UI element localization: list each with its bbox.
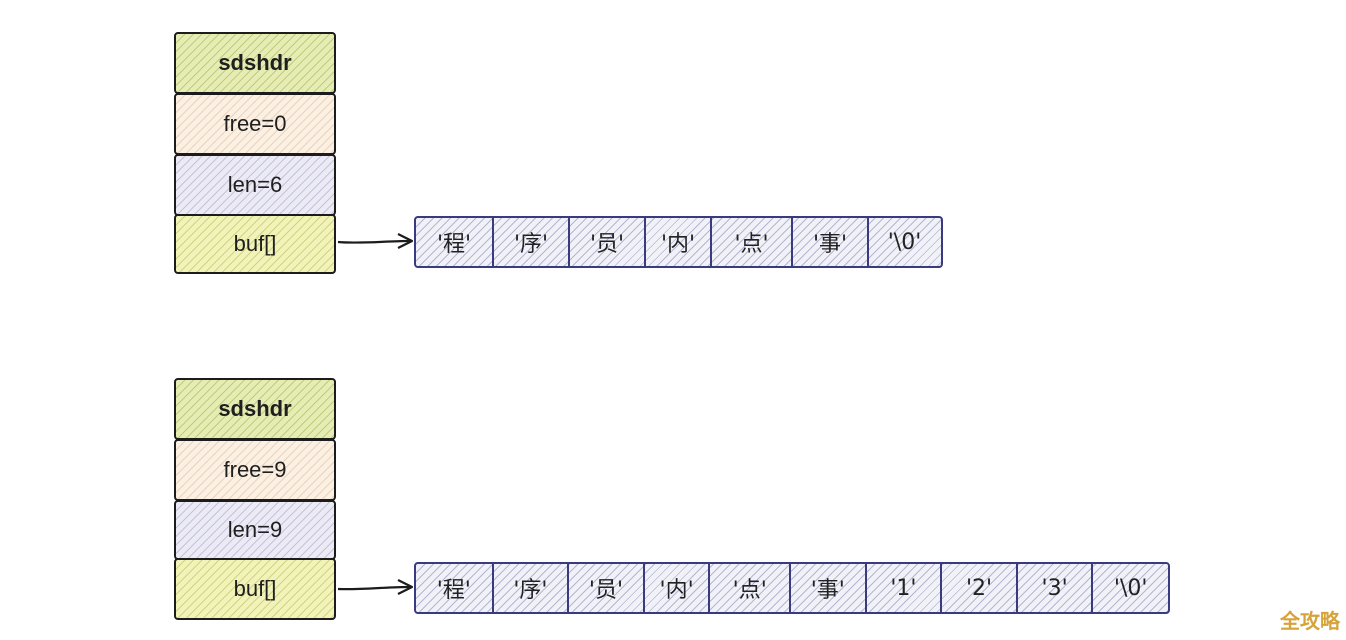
free-field-cell: free=0 bbox=[174, 93, 336, 155]
watermark-logo: 全攻略 bbox=[1280, 609, 1340, 633]
buf-cell: '程' bbox=[436, 232, 472, 257]
buf-cell: '点' bbox=[710, 218, 791, 266]
buf-cell: '序' bbox=[491, 564, 568, 612]
buf-field-cell: buf[] bbox=[174, 558, 336, 620]
len-field-cell: len=9 bbox=[174, 500, 336, 560]
buf-pointer-arrow-2 bbox=[337, 579, 414, 595]
free-field-cell: free=9 bbox=[174, 439, 336, 501]
buf-cell: '2' bbox=[940, 564, 1016, 612]
buf-field-cell: buf[] bbox=[174, 214, 336, 274]
buf-cell: '员' bbox=[567, 564, 643, 612]
buf-cell: '程' bbox=[436, 578, 471, 603]
buf-pointer-arrow-1 bbox=[337, 233, 414, 249]
buf-cell: '内' bbox=[644, 218, 710, 266]
sdshdr-title-cell: sdshdr bbox=[174, 378, 336, 440]
len-field-cell: len=6 bbox=[174, 154, 336, 216]
buf-cell: '事' bbox=[791, 218, 867, 266]
buf-cell: '点' bbox=[708, 564, 789, 612]
sdshdr-title-cell: sdshdr bbox=[174, 32, 336, 94]
buf-cell: '序' bbox=[492, 218, 568, 266]
buf-array-2: '程' '序' '员' '内' '点' '事' '1' '2' '3' '\0' bbox=[414, 562, 1170, 614]
buf-array-1: '程' '序' '员' '内' '点' '事' '\0' bbox=[414, 216, 943, 268]
buf-cell: '1' bbox=[864, 564, 941, 612]
buf-cell: '事' bbox=[789, 564, 865, 612]
buf-cell: '3' bbox=[1015, 564, 1092, 612]
buf-cell: '内' bbox=[642, 564, 709, 612]
buf-cell-terminator: '\0' bbox=[1091, 564, 1168, 612]
buf-cell-terminator: '\0' bbox=[867, 218, 940, 266]
buf-cell: '员' bbox=[568, 218, 644, 266]
